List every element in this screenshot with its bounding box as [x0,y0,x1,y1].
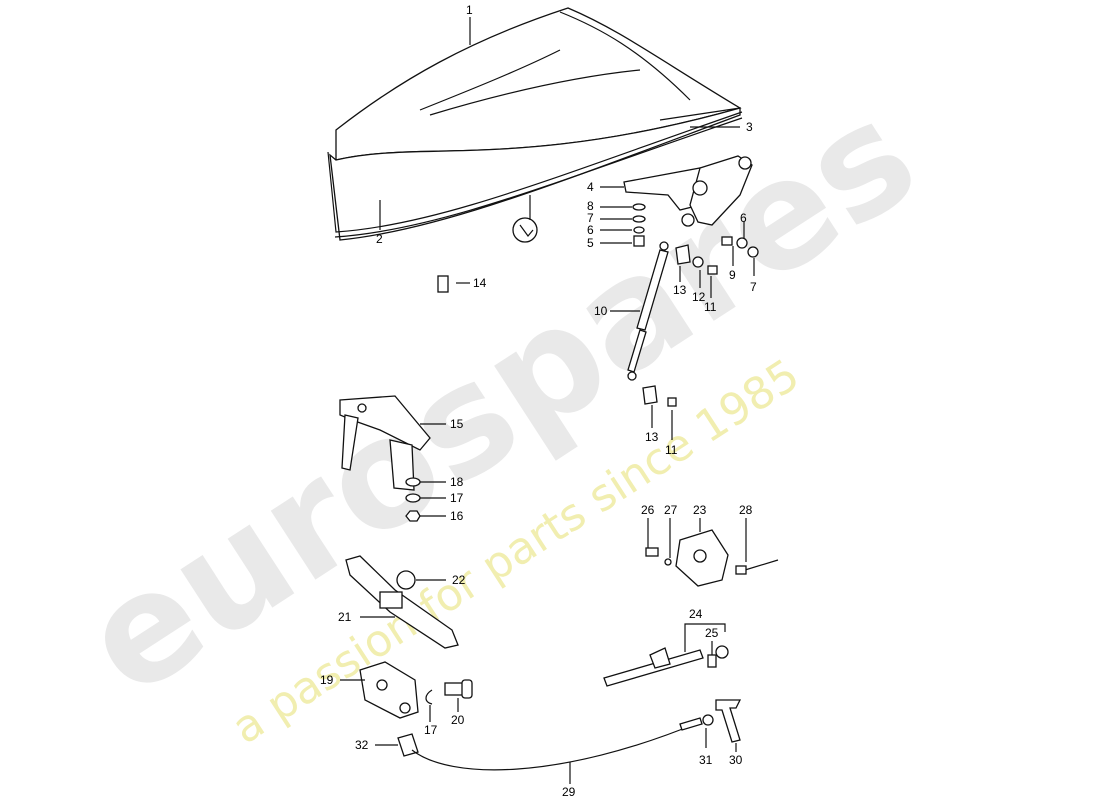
callout-17a: 17 [450,491,464,505]
callout-31: 31 [699,753,713,767]
callout-12: 12 [692,290,706,304]
washer-27 [664,558,672,566]
hinge-hardware [632,203,759,275]
rubber-buffer [396,570,416,590]
callout-6b: 6 [740,211,747,225]
buffer-14 [437,275,449,293]
lock-cylinder [603,645,729,687]
callout-17b: 17 [424,723,438,737]
pin-28 [735,559,779,575]
callout-22: 22 [452,573,466,587]
callout-labels: 1 2 3 4 5 6 6 7 7 8 9 10 11 11 12 13 13 … [320,3,757,799]
callout-14: 14 [473,276,487,290]
callout-4: 4 [587,180,594,194]
callout-29: 29 [562,785,576,799]
callout-27: 27 [664,503,678,517]
lock-housing [675,529,729,587]
screw-26 [645,547,659,557]
callout-26: 26 [641,503,655,517]
callout-6a: 6 [587,223,594,237]
bracket-hardware [405,477,421,522]
clip-17 [425,689,433,705]
callout-28: 28 [739,503,753,517]
callout-18: 18 [450,475,464,489]
callout-25: 25 [705,626,719,640]
callout-11a: 11 [704,300,717,314]
release-cable [411,721,701,771]
callout-24: 24 [689,607,703,621]
callout-30: 30 [729,753,743,767]
callout-5: 5 [587,236,594,250]
hood-lock [359,661,419,719]
callout-32: 32 [355,738,369,752]
callout-8: 8 [587,199,594,213]
strut-clips [642,244,691,407]
callout-7b: 7 [750,280,757,294]
callout-2: 2 [376,232,383,246]
callout-7a: 7 [587,211,594,225]
release-handle [702,699,742,743]
callout-13a: 13 [673,283,687,297]
callout-1: 1 [466,3,473,17]
hood-panel [327,7,743,241]
gas-strut [627,241,669,381]
callout-3: 3 [746,120,753,134]
cable-end [679,717,703,731]
callout-10: 10 [594,304,608,318]
callout-23: 23 [693,503,707,517]
callout-15: 15 [450,417,464,431]
callout-16: 16 [450,509,464,523]
callout-13b: 13 [645,430,659,444]
callout-19: 19 [320,673,334,687]
callout-9: 9 [729,268,736,282]
hood-logo-badge [512,217,538,243]
callout-11b: 11 [665,443,678,457]
hood-hinge [623,155,753,227]
leader-lines [340,17,755,784]
catch-plate [345,555,459,649]
bolt-20 [444,679,473,699]
lock-bracket [339,395,431,491]
callout-20: 20 [451,713,465,727]
callout-21: 21 [338,610,352,624]
